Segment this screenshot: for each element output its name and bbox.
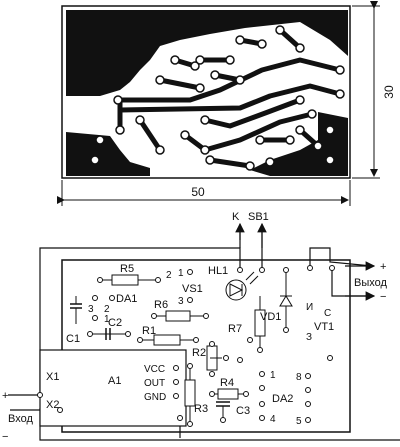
svg-text:R5: R5 bbox=[120, 263, 134, 275]
svg-text:5: 5 bbox=[296, 416, 302, 427]
thyristor-vs1: 2 1 3 VS1 bbox=[166, 268, 203, 307]
resistor-r5: R5 bbox=[97, 263, 161, 286]
width-label: 50 bbox=[191, 185, 205, 199]
connector-x1-x2: X1 X2 bbox=[37, 371, 63, 413]
svg-text:C3: C3 bbox=[236, 405, 250, 417]
module-a1: A1 VCC OUT GND bbox=[39, 349, 187, 427]
svg-text:X1: X1 bbox=[46, 371, 59, 383]
height-dimension: 30 bbox=[352, 1, 396, 179]
svg-text:4: 4 bbox=[270, 414, 276, 425]
svg-text:И: И bbox=[306, 302, 313, 313]
resistor-r3: R3 bbox=[184, 363, 208, 427]
svg-text:2: 2 bbox=[166, 270, 172, 281]
svg-text:R2: R2 bbox=[192, 347, 206, 359]
svg-text:DA2: DA2 bbox=[272, 393, 293, 405]
svg-text:C2: C2 bbox=[108, 317, 122, 329]
svg-text:З: З bbox=[306, 332, 312, 343]
led-hl1: HL1 bbox=[208, 265, 265, 301]
svg-text:VD1: VD1 bbox=[260, 311, 281, 323]
top-label-sb1: SB1 bbox=[248, 211, 269, 223]
capacitor-c3: C3 bbox=[216, 401, 250, 423]
capacitor-c1: C1 bbox=[66, 296, 82, 345]
pin-out: OUT bbox=[144, 378, 165, 389]
width-dimension: 50 bbox=[57, 180, 351, 206]
svg-text:DA1: DA1 bbox=[116, 293, 137, 305]
svg-text:3: 3 bbox=[88, 304, 94, 315]
svg-text:2: 2 bbox=[104, 304, 110, 315]
pcb-board bbox=[61, 5, 351, 179]
assembly-board bbox=[61, 259, 351, 433]
svg-text:C1: C1 bbox=[66, 333, 80, 345]
input-minus: − bbox=[2, 431, 8, 443]
svg-text:R4: R4 bbox=[220, 377, 234, 389]
svg-text:R3: R3 bbox=[194, 403, 208, 415]
svg-text:VS1: VS1 bbox=[182, 283, 203, 295]
svg-text:3: 3 bbox=[178, 296, 184, 307]
svg-text:X2: X2 bbox=[46, 399, 59, 411]
input-label: Вход bbox=[8, 413, 33, 425]
diode-vd1: VD1 bbox=[260, 267, 293, 333]
output-minus: − bbox=[380, 291, 386, 303]
height-label: 30 bbox=[382, 85, 396, 99]
svg-text:R1: R1 bbox=[142, 325, 156, 337]
input-plus: + bbox=[2, 390, 8, 402]
svg-text:1: 1 bbox=[178, 268, 184, 279]
resistor-r1: R1 bbox=[137, 325, 199, 346]
resistor-r4: R4 bbox=[209, 377, 249, 400]
pin-gnd: GND bbox=[144, 392, 166, 403]
resistor-r7: R7 bbox=[228, 296, 266, 353]
resistor-r6: R6 bbox=[151, 299, 209, 322]
top-label-k: K bbox=[232, 211, 240, 223]
svg-text:HL1: HL1 bbox=[208, 265, 228, 277]
svg-text:1: 1 bbox=[104, 314, 110, 325]
output-plus: + bbox=[380, 261, 386, 273]
svg-text:R7: R7 bbox=[228, 323, 242, 335]
capacitor-c2: C2 bbox=[87, 317, 131, 340]
loose-pads bbox=[177, 337, 333, 421]
svg-text:1: 1 bbox=[270, 370, 276, 381]
svg-text:VT1: VT1 bbox=[314, 321, 334, 333]
timer-da2: DA2 1 4 8 5 bbox=[259, 370, 311, 427]
svg-text:R6: R6 bbox=[154, 299, 168, 311]
output-label: Выход bbox=[354, 277, 387, 289]
pin-vcc: VCC bbox=[144, 364, 165, 375]
svg-text:A1: A1 bbox=[108, 375, 121, 387]
trimmer-r2: R2 bbox=[192, 341, 229, 377]
regulator-da1: DA1 3 2 1 bbox=[88, 293, 137, 325]
svg-text:С: С bbox=[324, 308, 331, 319]
svg-text:8: 8 bbox=[296, 372, 302, 383]
transistor-vt1: И С З VT1 bbox=[306, 265, 335, 343]
